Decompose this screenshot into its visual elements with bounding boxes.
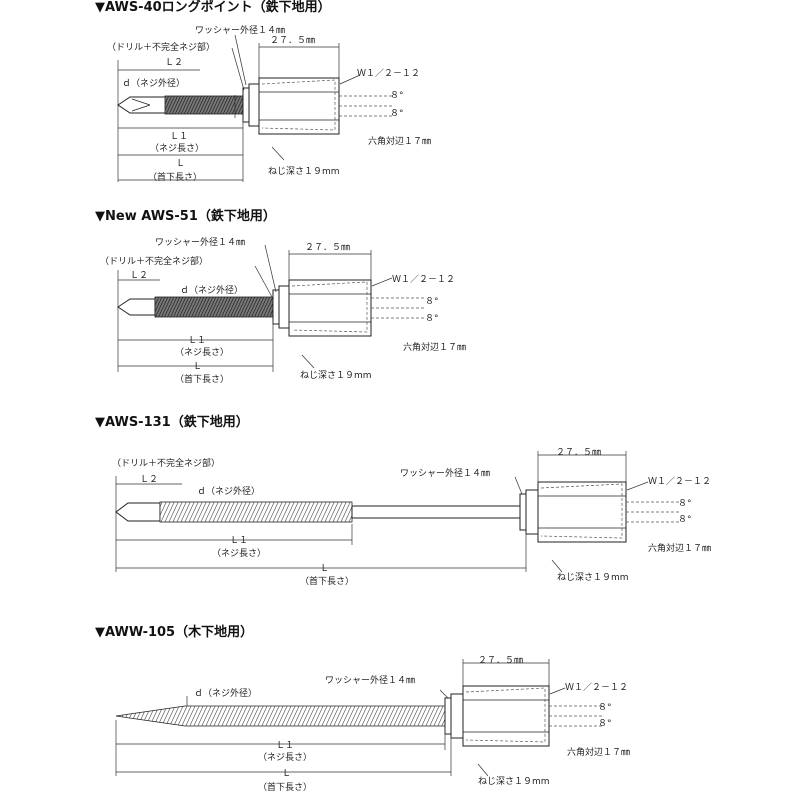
l-label: Ｌ [176,159,185,169]
angle-label-1: ８° [390,91,404,101]
angle-label-2: ８° [390,109,404,119]
section-aws40: ▼AWS-40ロングポイント（鉄下地用） [95,0,431,183]
d-label: ｄ（ネジ外径） [197,485,260,497]
section-title: ▼AWS-40ロングポイント（鉄下地用） [95,0,331,15]
hex-size-label: 六角対辺１７㎜ [403,341,466,353]
washer-label: ワッシャー外径１４㎜ [155,236,245,248]
hex-nut [525,481,680,543]
section-aww105: ▼AWW-105（木下地用） ワッシャー外径１４㎜ ｄ（ネジ外径） Ｌ１ [95,624,630,793]
thread-depth-label: ねじ深さ１９mm [300,370,372,381]
thread-depth-label: ねじ深さ１９mm [268,166,340,177]
thread-length-label: （ネジ長さ） [150,143,204,154]
hex-length-label: ２７．５㎜ [305,243,350,253]
l2-label: Ｌ２ [140,475,158,485]
screw-body [115,493,527,531]
section-title: ▼AWS-131（鉄下地用） [95,414,249,430]
l-label: Ｌ [193,362,202,372]
angle-label-2: ８° [678,515,692,525]
thread-spec-label: Ｗ１／２－１２ [565,682,628,693]
l-label: Ｌ [320,564,329,574]
d-label: ｄ（ネジ外径） [180,284,243,296]
underhead-label: （首下長さ） [258,781,312,793]
hex-length-label: ２７．５㎜ [270,36,315,46]
screw-body [115,697,452,735]
angle-label-2: ８° [598,719,612,729]
hex-length-label: ２７．５㎜ [478,656,523,666]
underhead-label: （首下長さ） [148,171,202,183]
angle-label-1: ８° [678,499,692,509]
hex-size-label: 六角対辺１７㎜ [368,135,431,147]
l-label: Ｌ [282,769,291,779]
thread-spec-label: Ｗ１／２－１２ [357,68,420,79]
underhead-label: （首下長さ） [175,373,229,385]
l2-label: Ｌ２ [165,58,183,68]
drill-label: （ドリル＋不完全ネジ部） [112,457,220,469]
section-title: ▼New AWS-51（鉄下地用） [95,208,276,224]
thread-spec-label: Ｗ１／２－１２ [392,274,455,285]
screw-body [117,87,250,123]
l2-label: Ｌ２ [130,271,148,281]
hex-nut [278,279,425,337]
washer-label: ワッシャー外径１４㎜ [400,467,490,479]
underhead-label: （首下長さ） [300,575,354,587]
angle-label-2: ８° [425,314,439,324]
angle-label-1: ８° [598,703,612,713]
hex-nut [248,77,392,135]
washer-label: ワッシャー外径１４㎜ [325,674,415,686]
thread-spec-label: Ｗ１／２－１２ [648,476,711,487]
l1-label: Ｌ１ [170,132,188,142]
washer-label: ワッシャー外径１４㎜ [195,24,285,36]
section-aws131: ▼AWS-131（鉄下地用） ワッシャー外径１４㎜ （ [95,414,711,587]
thread-length-label: （ネジ長さ） [175,347,229,358]
hex-nut [450,685,602,747]
hex-size-label: 六角対辺１７㎜ [648,542,711,554]
section-title: ▼AWW-105（木下地用） [95,624,253,640]
angle-label-1: ８° [425,297,439,307]
drill-label: （ドリル＋不完全ネジ部） [107,41,215,53]
l1-label: Ｌ１ [276,741,294,751]
thread-length-label: （ネジ長さ） [212,548,266,559]
l1-label: Ｌ１ [230,536,248,546]
screw-body [117,289,280,325]
d-label: ｄ（ネジ外径） [194,687,257,699]
l1-label: Ｌ１ [188,336,206,346]
hex-length-label: ２７．５㎜ [556,448,601,458]
thread-depth-label: ねじ深さ１９mm [478,776,550,787]
thread-length-label: （ネジ長さ） [258,752,312,763]
hex-size-label: 六角対辺１７㎜ [567,746,630,758]
drill-label: （ドリル＋不完全ネジ部） [100,255,208,267]
section-aws51: ▼New AWS-51（鉄下地用） ワッシャー外径１４㎜ （ドリル＋ [95,208,466,385]
thread-depth-label: ねじ深さ１９mm [557,572,629,583]
d-label: ｄ（ネジ外径） [122,77,185,89]
